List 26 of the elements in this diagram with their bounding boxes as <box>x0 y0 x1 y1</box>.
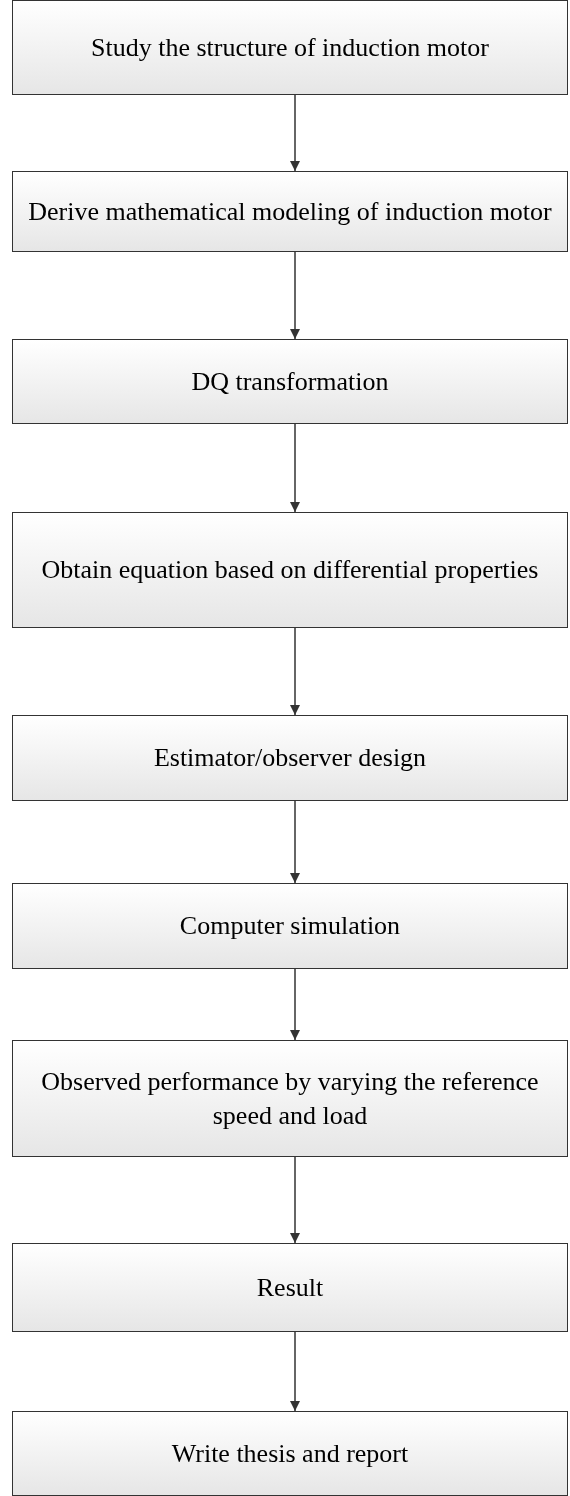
step-text: Result <box>256 1271 324 1304</box>
step-text: Write thesis and report <box>171 1437 409 1470</box>
arrow <box>290 94 300 172</box>
step-text: DQ transformation <box>191 365 389 398</box>
arrow <box>290 1156 300 1244</box>
step-text: Obtain equation based on differential properties <box>41 554 539 586</box>
process-box <box>12 1040 568 1157</box>
arrow <box>290 423 300 513</box>
step-text: Derive mathematical modeling of induction motor <box>28 195 552 228</box>
process-box <box>12 339 568 424</box>
arrow <box>290 800 300 884</box>
step-text: Observed performance by varying the reference speed and load <box>40 1065 540 1132</box>
arrow <box>290 968 300 1041</box>
process-box <box>12 1243 568 1332</box>
process-box <box>12 883 568 969</box>
step-text: Study the structure of induction motor <box>91 31 489 64</box>
process-box <box>12 512 568 628</box>
arrow <box>290 627 300 716</box>
step-text: Computer simulation <box>179 910 401 942</box>
step-text: Estimator/observer design <box>153 742 427 774</box>
arrow <box>290 251 300 340</box>
arrow <box>290 1331 300 1412</box>
process-box <box>12 171 568 252</box>
process-box <box>12 0 568 95</box>
process-box <box>12 1411 568 1496</box>
process-box <box>12 715 568 801</box>
